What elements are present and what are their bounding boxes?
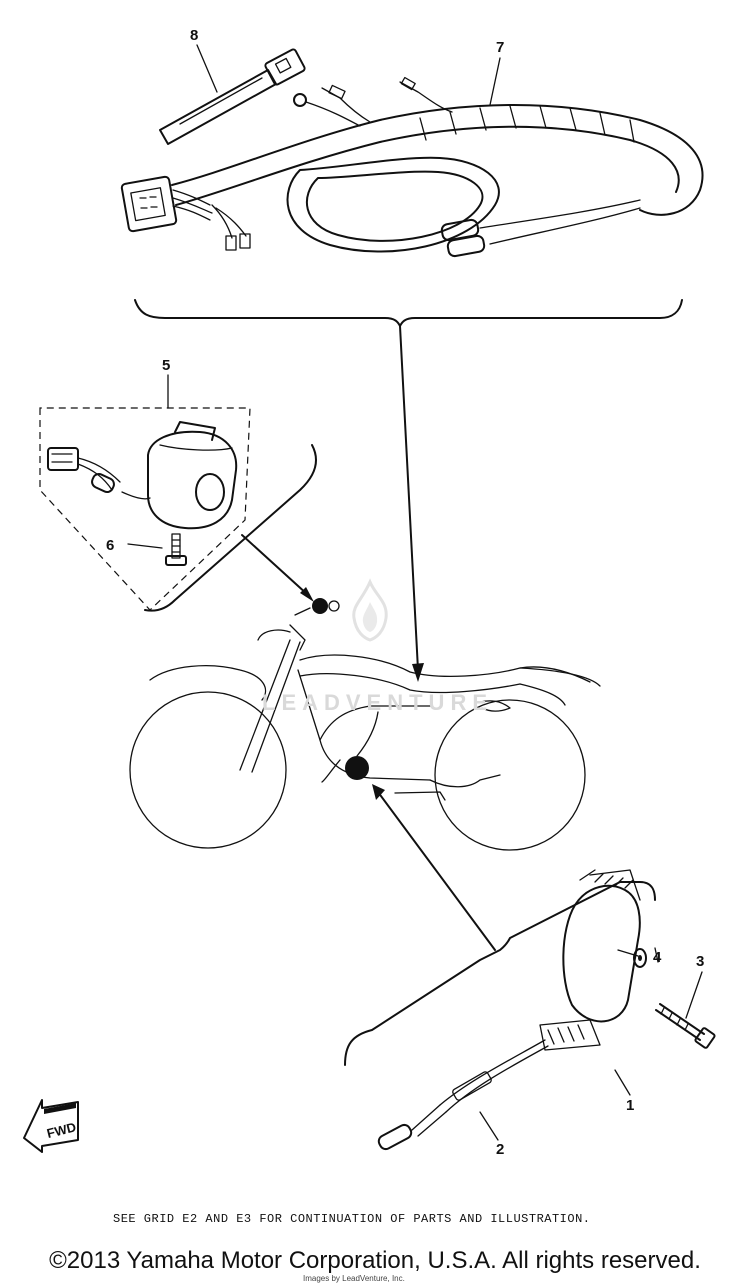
handlebar-switch-part[interactable] (47, 421, 238, 530)
callout-8[interactable]: 8 (190, 27, 198, 44)
watermark-text: LEADVENTURE (262, 690, 494, 715)
leader-line-1 (614, 1069, 631, 1096)
switch-location-marker (312, 598, 328, 614)
callout-3[interactable]: 3 (696, 953, 704, 970)
callout-6[interactable]: 6 (106, 537, 114, 554)
bolt-part-3[interactable] (655, 1003, 716, 1049)
callout-7[interactable]: 7 (496, 39, 504, 56)
fwd-label: FWD (45, 1119, 77, 1141)
leader-line-6 (127, 543, 163, 549)
forward-direction-badge: FWD (23, 1099, 79, 1153)
image-credit: Images by LeadVenture, Inc. (303, 1274, 405, 1283)
leader-line-8 (196, 44, 218, 93)
screw-part-6[interactable] (165, 533, 187, 566)
switch-brace (144, 444, 317, 612)
leader-line-7 (489, 57, 501, 106)
regulator-marker-lead (356, 711, 379, 757)
leader-line-2 (479, 1111, 499, 1141)
wire-harness-part[interactable] (120, 76, 704, 258)
cable-tie-part[interactable] (159, 48, 306, 145)
motorcycle-outline (129, 600, 601, 851)
callout-2[interactable]: 2 (496, 1141, 504, 1158)
regulator-arrow (377, 791, 496, 951)
callout-4[interactable]: 4 (653, 949, 662, 966)
switch-group-outline (39, 407, 251, 611)
lead-wire-part-2[interactable] (377, 1039, 549, 1151)
flame-logo-icon (352, 578, 388, 642)
harness-arrow (399, 325, 419, 671)
harness-brace (134, 299, 683, 327)
copyright-notice: ©2013 Yamaha Motor Corporation, U.S.A. A… (49, 1247, 701, 1274)
callout-1[interactable]: 1 (626, 1097, 634, 1114)
regulator-location-marker (345, 756, 369, 780)
leader-line-3 (685, 971, 703, 1019)
callout-5[interactable]: 5 (162, 357, 170, 374)
switch-arrow (241, 534, 309, 596)
continuation-note: SEE GRID E2 AND E3 FOR CONTINUATION OF P… (113, 1212, 591, 1226)
leader-line-4 (654, 947, 659, 963)
washer-part-4[interactable] (633, 948, 647, 968)
regulator-brace (344, 881, 656, 1066)
